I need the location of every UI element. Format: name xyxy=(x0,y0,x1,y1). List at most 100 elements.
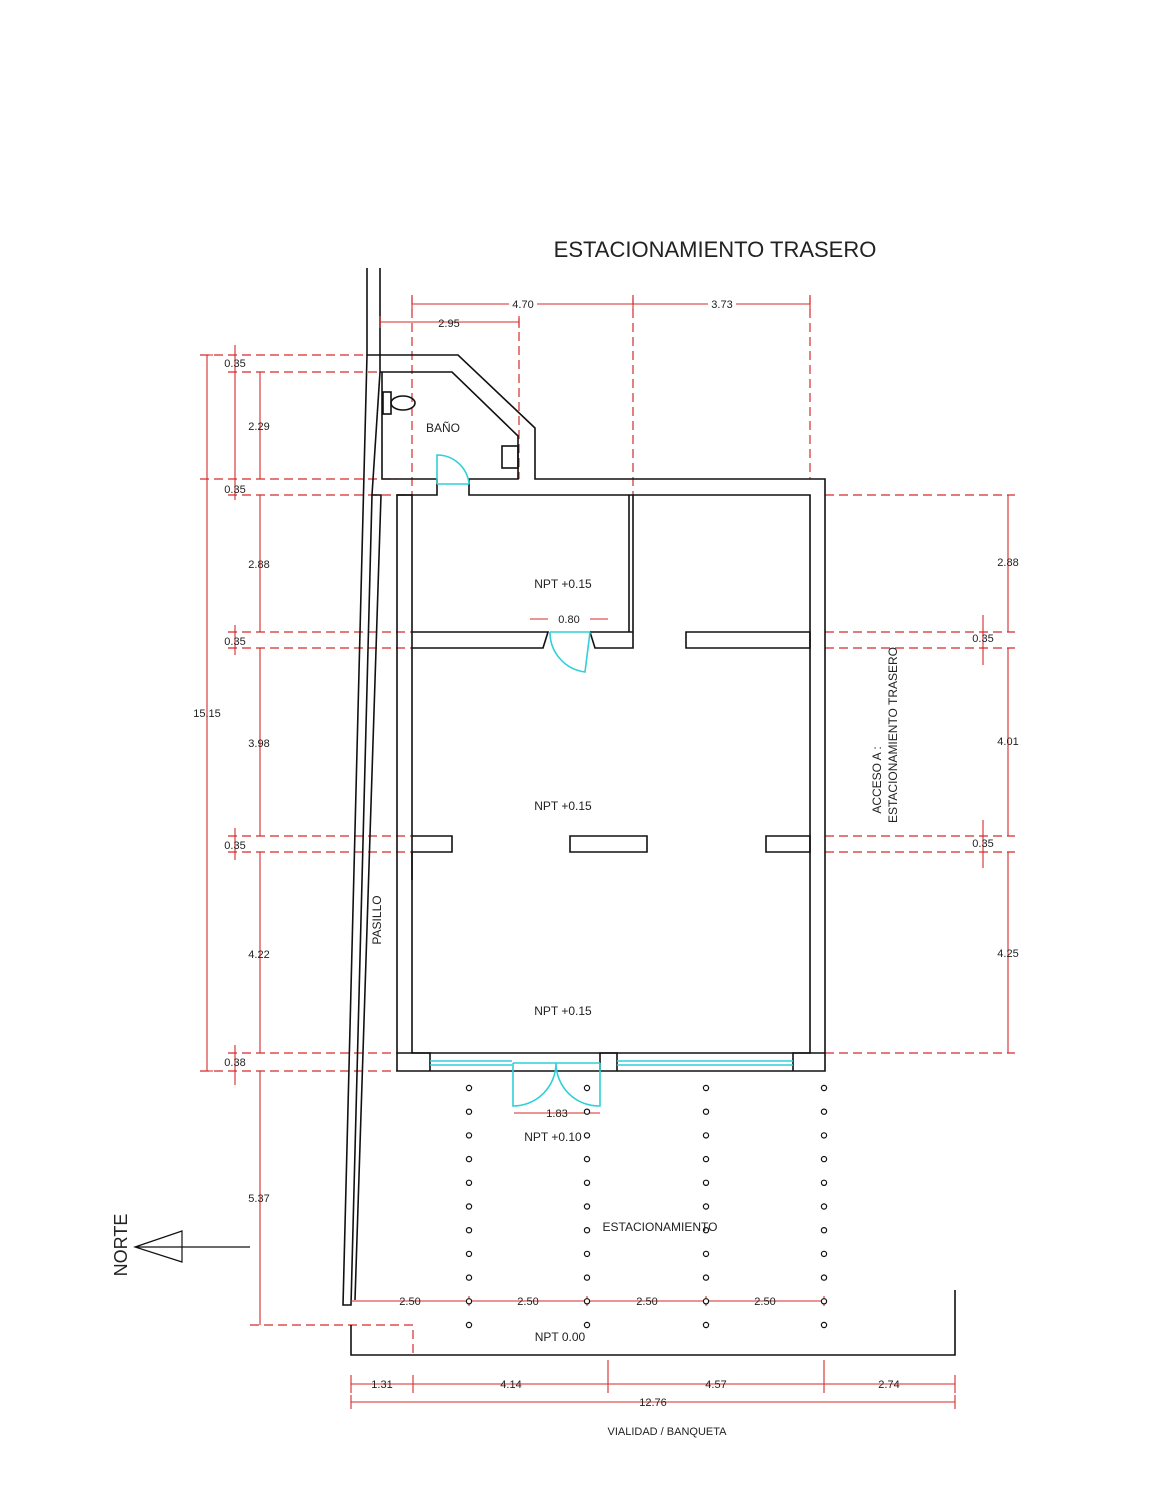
parking-post-icon xyxy=(702,1132,710,1139)
room-label-npt-top: NPT +0.15 xyxy=(534,577,592,591)
parking-post-icon xyxy=(465,1274,473,1281)
room-label-parking: ESTACIONAMIENTO xyxy=(603,1220,718,1234)
dim-bottom: 4.57 xyxy=(705,1379,726,1391)
dim-parking: 2.50 xyxy=(399,1296,420,1308)
parking-post-icon xyxy=(583,1298,591,1305)
dim-left-total: 15.15 xyxy=(193,708,221,720)
parking-post-icon xyxy=(702,1155,710,1163)
dim-left: 0.35 xyxy=(224,636,245,648)
reference-lines xyxy=(200,295,1015,1355)
parking-post-icon xyxy=(465,1155,473,1163)
dim-left: 0.35 xyxy=(224,358,245,370)
dim-door-main: 1.83 xyxy=(546,1108,567,1120)
dim-bottom: 1.31 xyxy=(371,1379,392,1391)
parking-post-icon xyxy=(465,1298,473,1305)
room-label-pasillo: PASILLO xyxy=(370,895,384,944)
parking-post-icon xyxy=(820,1321,828,1329)
dim-top-bath: 2.95 xyxy=(438,318,459,330)
dim-bottom: 2.74 xyxy=(878,1379,899,1391)
plan-title: ESTACIONAMIENTO TRASERO xyxy=(554,237,877,262)
parking-post-icon xyxy=(465,1203,473,1210)
dim-left: 4.22 xyxy=(248,949,269,961)
parking-post-icon xyxy=(702,1108,710,1115)
parking-post-icon xyxy=(583,1274,591,1281)
dim-top-2: 3.73 xyxy=(711,299,732,311)
dim-bottom-total: 12.76 xyxy=(639,1397,667,1409)
dim-parking: 2.50 xyxy=(517,1296,538,1308)
dim-right: 4.25 xyxy=(997,948,1018,960)
sink-icon xyxy=(501,445,519,469)
parking-post-icon xyxy=(820,1179,828,1187)
parking-post-icon xyxy=(583,1108,591,1115)
dim-top-1: 4.70 xyxy=(512,299,533,311)
parking-post-icon xyxy=(465,1132,473,1139)
room-label-npt-street: NPT 0.00 xyxy=(535,1330,586,1344)
parking-post-icon xyxy=(820,1108,828,1115)
parking-posts xyxy=(465,1084,828,1329)
parking-post-icon xyxy=(820,1132,828,1139)
north-arrow-icon xyxy=(133,1230,250,1263)
parking-post-icon xyxy=(820,1203,828,1210)
dim-left: 5.37 xyxy=(248,1193,269,1205)
dim-left: 0.35 xyxy=(224,840,245,852)
parking-post-icon xyxy=(820,1084,828,1092)
dim-door-inner: 0.80 xyxy=(558,614,579,626)
dim-left: 2.88 xyxy=(248,559,269,571)
parking-post-icon xyxy=(583,1155,591,1163)
dim-right: 0.35 xyxy=(972,633,993,645)
dim-left: 2.29 xyxy=(248,421,269,433)
parking-post-icon xyxy=(702,1179,710,1187)
parking-post-icon xyxy=(583,1203,591,1210)
room-label-bano: BAÑO xyxy=(426,421,460,435)
parking-post-icon xyxy=(702,1084,710,1092)
parking-post-icon xyxy=(583,1132,591,1139)
dim-right: 4.01 xyxy=(997,736,1018,748)
parking-post-icon xyxy=(820,1298,828,1305)
parking-post-icon xyxy=(702,1321,710,1329)
parking-post-icon xyxy=(583,1321,591,1329)
parking-post-icon xyxy=(820,1155,828,1163)
parking-post-icon xyxy=(465,1321,473,1329)
dim-left: 3.98 xyxy=(248,738,269,750)
parking-post-icon xyxy=(702,1203,710,1210)
parking-post-icon xyxy=(702,1250,710,1258)
room-label-npt-entry: NPT +0.10 xyxy=(524,1130,582,1144)
dim-left: 0.35 xyxy=(224,484,245,496)
parking-post-icon xyxy=(820,1250,828,1258)
doors-windows xyxy=(430,454,793,1107)
dimension-labels: 4.70 3.73 2.95 15.15 0.35 2.29 0.35 2.88… xyxy=(193,297,1019,1409)
room-label-npt-bottom: NPT +0.15 xyxy=(534,1004,592,1018)
parking-post-icon xyxy=(465,1179,473,1187)
toilet-icon xyxy=(382,391,392,415)
inner-door-icon xyxy=(549,631,591,673)
parking-post-icon xyxy=(583,1250,591,1258)
dim-bottom: 4.14 xyxy=(500,1379,521,1391)
dimension-lines xyxy=(201,298,1009,1409)
parking-post-icon xyxy=(583,1226,591,1234)
access-label-line1: ACCESO A : xyxy=(870,746,884,813)
parking-post-icon xyxy=(820,1274,828,1281)
parking-post-icon xyxy=(702,1226,710,1234)
room-label-npt-mid: NPT +0.15 xyxy=(534,799,592,813)
dim-label-background xyxy=(509,297,537,311)
parking-post-icon xyxy=(583,1084,591,1092)
parking-post-icon xyxy=(583,1179,591,1187)
dim-left: 0.38 xyxy=(224,1057,245,1069)
street-label: VIALIDAD / BANQUETA xyxy=(608,1426,728,1438)
bath-door-icon xyxy=(436,454,470,485)
parking-post-icon xyxy=(465,1250,473,1258)
access-label-line2: ESTACIONAMIENTO TRASERO xyxy=(886,647,900,823)
window-icon xyxy=(430,1060,793,1066)
dim-label-background xyxy=(708,297,736,311)
dim-parking: 2.50 xyxy=(636,1296,657,1308)
dim-right: 2.88 xyxy=(997,557,1018,569)
dim-parking: 2.50 xyxy=(754,1296,775,1308)
parking-post-icon xyxy=(465,1108,473,1115)
parking-post-icon xyxy=(702,1274,710,1281)
parking-post-icon xyxy=(465,1084,473,1092)
north-label: NORTE xyxy=(111,1214,131,1277)
dim-right: 0.35 xyxy=(972,838,993,850)
parking-post-icon xyxy=(820,1226,828,1234)
parking-post-icon xyxy=(465,1226,473,1234)
